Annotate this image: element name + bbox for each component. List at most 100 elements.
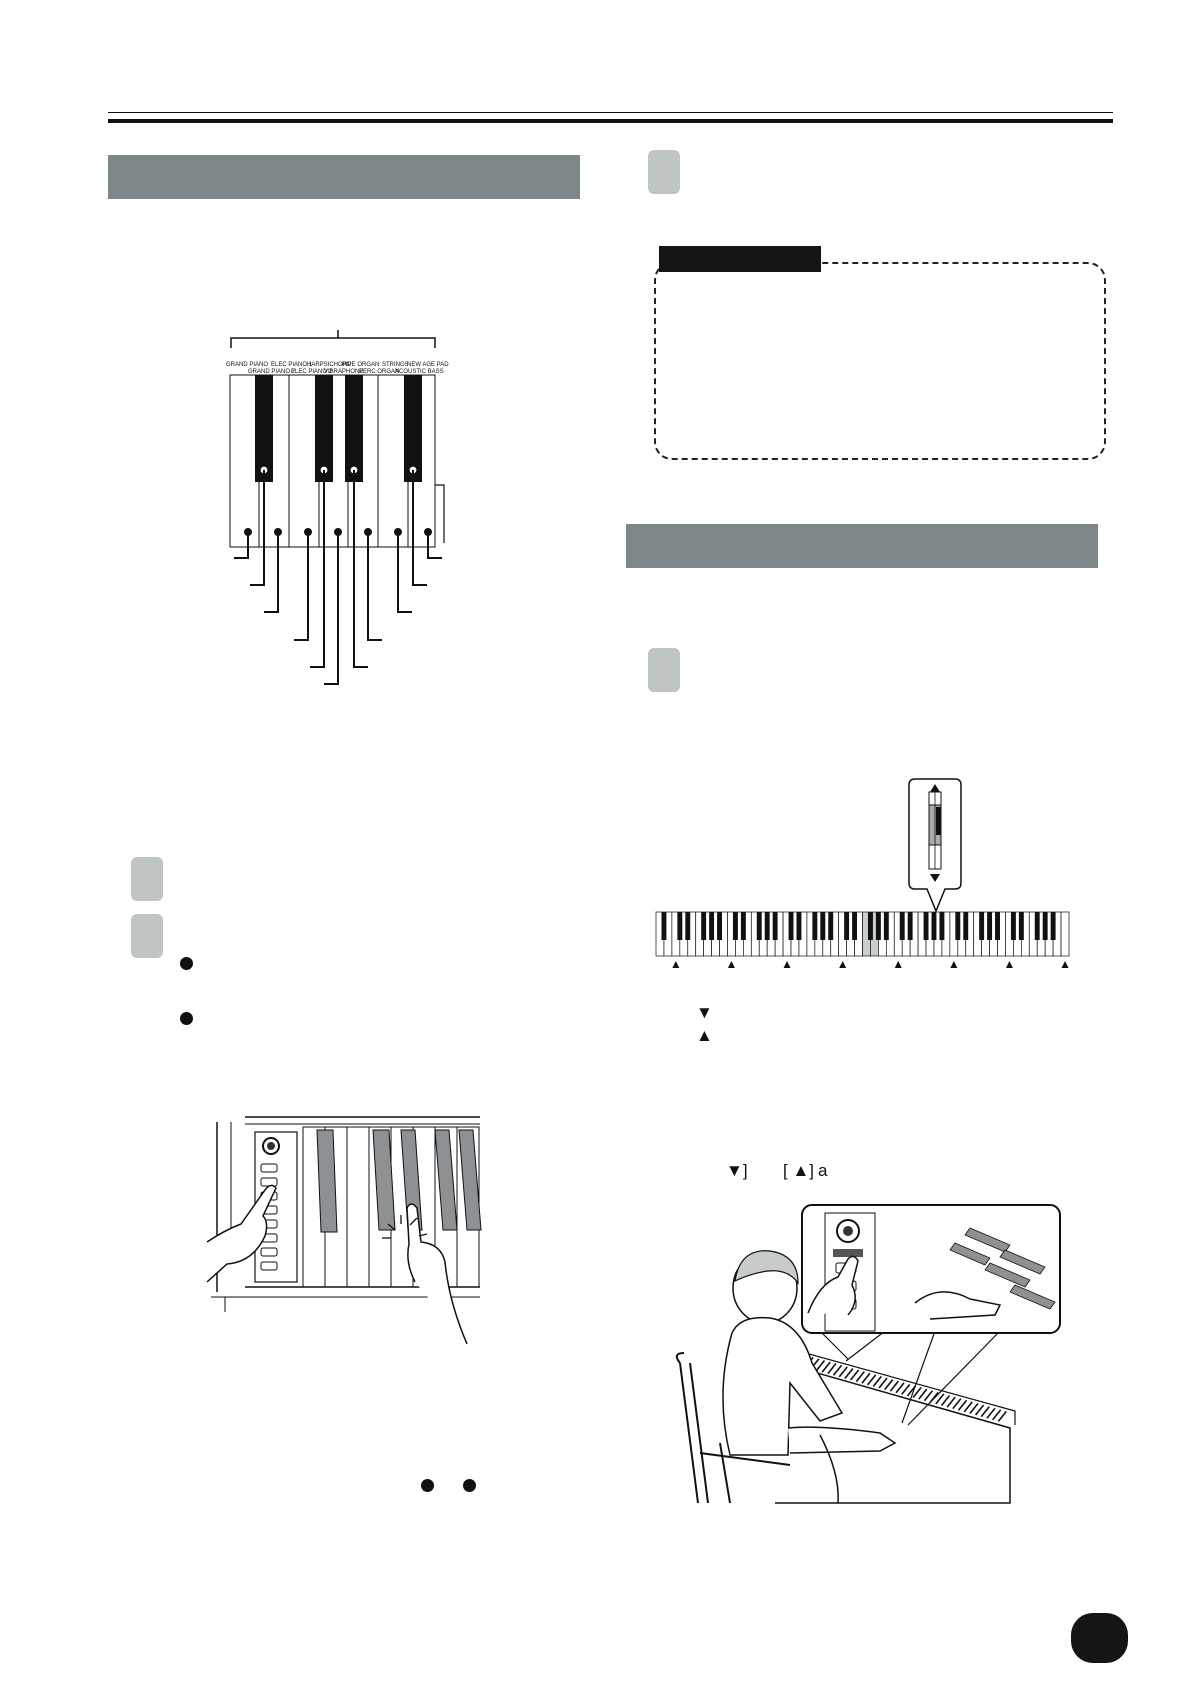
step-badge-2 (131, 914, 163, 958)
full-keyboard-diagram (655, 911, 1070, 968)
bullet-dot (180, 1012, 193, 1025)
bullet-dot (421, 1479, 434, 1492)
black-key (764, 912, 770, 940)
label-harpsichord: HARPSICHORD (307, 362, 352, 368)
perspective-key (912, 1387, 922, 1399)
black-key (685, 912, 691, 940)
perspective-key (918, 1388, 928, 1400)
perspective-key (946, 1396, 956, 1408)
black-key (867, 912, 873, 940)
page-number-badge (1071, 1613, 1128, 1663)
bullet-dot (463, 1479, 476, 1492)
black-key (732, 912, 738, 940)
bracket-down-label: ▼] (726, 1161, 748, 1180)
black-key (772, 912, 778, 940)
black-key (979, 912, 985, 940)
c-key-marker (1005, 961, 1013, 968)
black-key (1018, 912, 1024, 940)
black-key (987, 912, 993, 940)
perspective-key (849, 1369, 860, 1381)
black-key (963, 912, 969, 940)
octave-slider-callout (908, 778, 962, 913)
keyboard-white-keys (655, 911, 1070, 957)
black-key (820, 912, 826, 940)
perspective-key (969, 1402, 979, 1414)
label-new-age-pad: NEW AGE PAD (407, 362, 449, 368)
black-key (844, 912, 850, 940)
perspective-key (884, 1379, 894, 1391)
black-key (995, 912, 1000, 940)
black-key (788, 912, 794, 940)
perspective-key (872, 1375, 882, 1387)
c-key-marker (839, 961, 847, 968)
label-grand-piano: GRAND PIANO (226, 362, 268, 368)
perspective-key (832, 1364, 843, 1376)
press-button-and-key-illustration (206, 1116, 482, 1345)
perspective-key (986, 1407, 996, 1419)
keyboard-c-markers (672, 961, 1069, 968)
header-rule-thin (108, 112, 1113, 113)
label-perc-organ: PERC ORGAN (359, 369, 399, 375)
black-key (883, 912, 889, 940)
black-key (717, 912, 723, 940)
label-elec-piano-2: ELEC PIANO 2 (291, 369, 333, 375)
c-key-marker (727, 961, 735, 968)
black-key (1042, 912, 1048, 940)
black-key (899, 912, 905, 940)
black-key (955, 912, 961, 940)
voice-keyboard-diagram: GRAND PIANO ELEC PIANO 1 HARPSICHORD PIP… (226, 330, 449, 685)
down-arrow-icon: ▼ (696, 1003, 713, 1022)
perspective-key (838, 1366, 848, 1378)
bullet-dot (180, 957, 193, 970)
c-key-marker (950, 961, 958, 968)
section-bar-voice-select (108, 155, 580, 199)
perspective-key (821, 1361, 831, 1373)
trailing-letter: a (818, 1161, 828, 1180)
notice-label-tag (659, 246, 821, 272)
black-key (1034, 912, 1040, 940)
label-acoustic-bass: ACOUSTIC BASS (395, 369, 444, 375)
black-key (709, 912, 715, 940)
black-key (812, 912, 818, 940)
black-key (1050, 912, 1056, 940)
c-key-marker (783, 961, 791, 968)
perspective-key (901, 1383, 911, 1395)
perspective-key (974, 1404, 985, 1416)
c-key-marker (894, 961, 902, 968)
perspective-key (878, 1377, 888, 1389)
step-badge-1 (131, 857, 163, 901)
perspective-key (889, 1380, 899, 1392)
up-arrow-icon: ▲ (696, 1026, 713, 1045)
step-badge-1-octave (648, 648, 680, 692)
white-key (1060, 911, 1070, 957)
step-badge-3 (648, 150, 680, 194)
c-key-marker (672, 961, 680, 968)
black-key (931, 912, 937, 940)
black-key (828, 912, 834, 940)
black-key (661, 912, 667, 940)
black-key (923, 912, 929, 940)
label-pipe-organ: PIPE ORGAN (342, 362, 379, 368)
black-key (677, 912, 683, 940)
perspective-key (867, 1374, 877, 1386)
header-rule-thick (108, 119, 1113, 123)
perspective-key (815, 1360, 826, 1371)
perspective-key (957, 1399, 968, 1411)
label-grand-piano-2: GRAND PIANO 2 (248, 369, 296, 375)
c-key-marker (1061, 961, 1069, 968)
black-key (939, 912, 945, 940)
label-strings: STRINGS (382, 362, 409, 368)
perspective-key (923, 1390, 934, 1402)
perspective-key (997, 1410, 1007, 1422)
black-key (756, 912, 762, 940)
perspective-key (952, 1398, 962, 1410)
perspective-key (992, 1409, 1002, 1421)
perspective-key (980, 1406, 990, 1418)
black-key (796, 912, 802, 940)
label-elec-piano-1: ELEC PIANO 1 (271, 362, 313, 368)
section-bar-octave-shift (626, 524, 1098, 568)
black-key (1010, 912, 1016, 940)
perspective-key (855, 1371, 865, 1383)
perspective-key (935, 1393, 945, 1405)
perspective-key (844, 1367, 854, 1379)
